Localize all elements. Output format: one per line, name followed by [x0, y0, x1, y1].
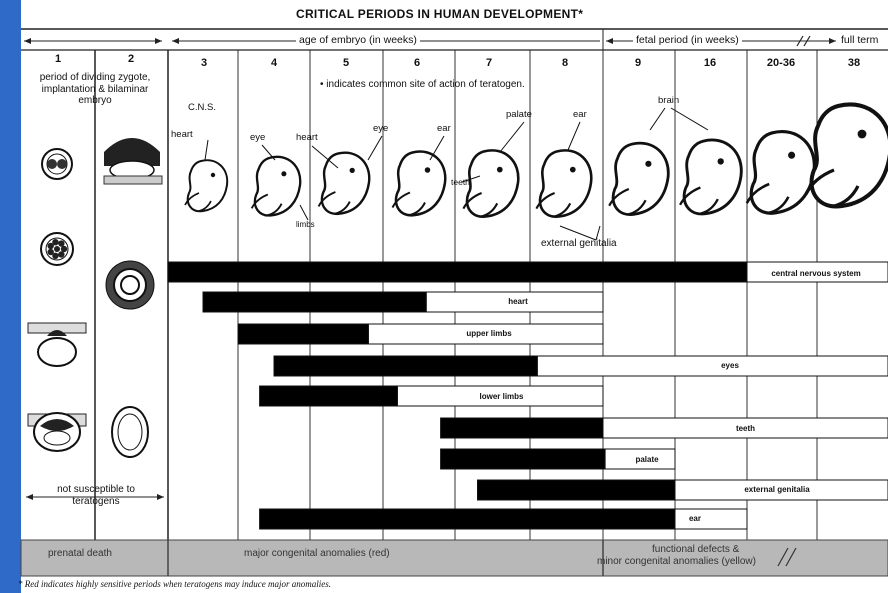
implanted-embryo-core: [121, 276, 139, 294]
organ-label-teeth: teeth: [603, 425, 888, 433]
organ-label-upper-limbs: upper limbs: [375, 330, 603, 338]
embryo-week-5: [319, 153, 370, 214]
yolk-sac: [44, 431, 70, 445]
heart-label-week3: heart: [171, 130, 193, 140]
label-pointer: [500, 122, 524, 152]
week-label-5: 5: [326, 58, 366, 69]
sensitive-bar-ear: [260, 509, 675, 529]
week-label-20-36: 20-36: [761, 58, 801, 69]
blastocyst: [38, 338, 76, 366]
eye-label-week6: eye: [373, 124, 388, 134]
morula-cell: [61, 246, 67, 252]
endometrium-layer: [104, 176, 162, 184]
arrow-head: [829, 38, 836, 44]
organ-label-lower-limbs: lower limbs: [400, 393, 603, 401]
footnote: * Red indicates highly sensitive periods…: [18, 580, 331, 589]
week-label-6: 6: [397, 58, 437, 69]
organ-label-heart: heart: [433, 298, 603, 306]
sensitive-bar-cns: [168, 262, 747, 282]
early-period-label: period of dividing zygote, implantation …: [24, 72, 166, 107]
arrow-head: [172, 38, 179, 44]
heart-label-week5: heart: [296, 133, 318, 143]
morula-cell: [58, 251, 64, 257]
sensitive-bar-palate: [441, 449, 605, 469]
label-pointer: [671, 108, 708, 130]
embryo-week-8: [536, 150, 591, 216]
embryo-week-3: [185, 160, 227, 211]
limbs-label: limbs: [296, 221, 315, 229]
major-anomalies-label: major congenital anomalies (red): [244, 549, 390, 559]
week-label-4: 4: [254, 58, 294, 69]
fetal-axis-label: fetal period (in weeks): [633, 35, 742, 46]
functional-defects-label: functional defects &: [652, 545, 739, 555]
not-susceptible-label: not susceptible to teratogens: [48, 484, 144, 507]
sensitive-bar-heart: [203, 292, 426, 312]
embryo-week-6: [393, 152, 446, 216]
chart-title: CRITICAL PERIODS IN HUMAN DEVELOPMENT*: [296, 8, 583, 20]
embryo-week-7: [463, 150, 518, 216]
arrow-head: [155, 38, 162, 44]
week-label-7: 7: [469, 58, 509, 69]
minor-anomalies-label: minor congenital anomalies (yellow): [597, 557, 756, 567]
zygote-cell: [57, 159, 67, 169]
morula-cell: [54, 246, 60, 252]
sensitive-bar-teeth: [441, 418, 603, 438]
morula-cell: [58, 240, 64, 246]
external-genitalia-label: external genitalia: [541, 239, 617, 249]
label-pointer: [568, 122, 580, 150]
sensitive-bar-eyes: [274, 356, 537, 376]
label-pointer: [368, 136, 382, 160]
teeth-label: teeth: [451, 178, 470, 187]
fetus-week-20-36: [747, 132, 815, 214]
eye-label-week4: eye: [250, 133, 265, 143]
sensitive-bar-external-genitalia: [478, 480, 676, 500]
outcome-band: [21, 540, 888, 576]
morula-cell: [52, 239, 58, 245]
organ-label-cns: central nervous system: [747, 270, 885, 278]
week-label-38: 38: [834, 58, 874, 69]
arrow-head: [26, 494, 33, 500]
ear-label-week8: ear: [573, 110, 587, 120]
label-pointer: [205, 140, 208, 160]
week-label-9: 9: [618, 58, 658, 69]
zygote-cell: [47, 159, 57, 169]
full-term-label: full term: [838, 35, 881, 46]
week-label-3: 3: [184, 58, 224, 69]
arrow-head: [24, 38, 31, 44]
embryo-axis-label: age of embryo (in weeks): [296, 35, 420, 46]
organ-label-ear: ear: [642, 515, 748, 523]
sensitive-bar-lower-limbs: [260, 386, 398, 406]
arrow-head: [606, 38, 613, 44]
prenatal-death-label: prenatal death: [48, 549, 112, 559]
week-label-1: 1: [38, 54, 78, 65]
brain-label: brain: [658, 96, 679, 106]
morula-cell: [47, 249, 53, 255]
label-pointer: [300, 205, 308, 220]
palate-label: palate: [506, 110, 532, 120]
week-label-2: 2: [111, 54, 151, 65]
arrow-head: [157, 494, 164, 500]
teratogen-site-legend: • indicates common site of action of ter…: [320, 80, 525, 90]
cns-label: C.N.S.: [188, 103, 216, 113]
label-pointer: [650, 108, 665, 130]
organ-label-palate: palate: [620, 456, 674, 464]
ear-label-week6: ear: [437, 124, 451, 134]
week-label-16: 16: [690, 58, 730, 69]
fetus-week-16: [680, 140, 741, 214]
embryo-week-4: [252, 157, 301, 216]
organ-label-external-genitalia: external genitalia: [666, 486, 888, 494]
fetus-week-9: [609, 143, 668, 214]
fetus-week-38: [806, 104, 888, 206]
week-label-8: 8: [545, 58, 585, 69]
organ-label-eyes: eyes: [572, 362, 888, 370]
sensitive-bar-upper-limbs: [238, 324, 368, 344]
